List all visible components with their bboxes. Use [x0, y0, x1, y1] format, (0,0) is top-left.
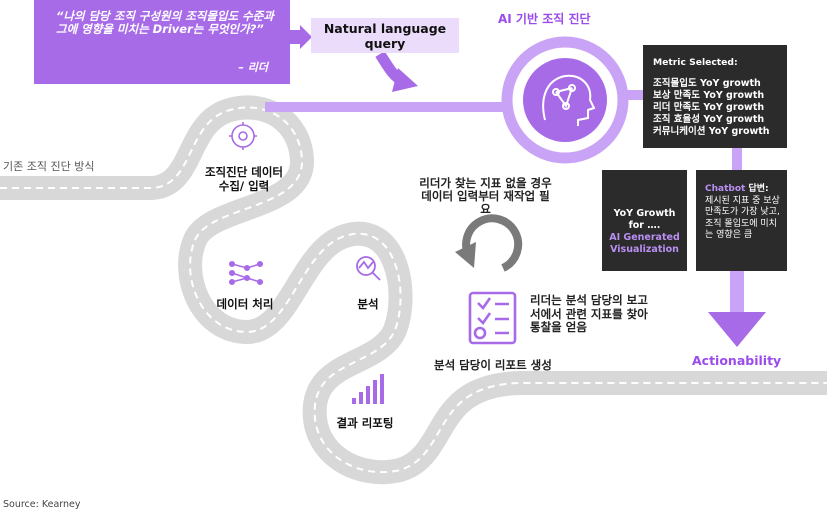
step-process-label: 데이터 처리: [216, 297, 274, 311]
leader-quote-box: “나의 담당 조직 구성원의 조직몰입도 수준과 그에 영향을 미치는 Driv…: [34, 0, 290, 84]
actionability-arrowhead: [708, 312, 766, 347]
actionability-label: Actionability: [692, 353, 782, 368]
nlq-label: Natural language query: [323, 21, 447, 51]
checklist-person-icon: [468, 291, 517, 345]
step-analysis-label: 분석: [357, 297, 379, 311]
ai-brain-circle: [501, 36, 629, 164]
report-bars-icon: [352, 374, 384, 404]
yoy-line3: AI Generated: [609, 232, 680, 243]
ai-path: [265, 51, 645, 112]
nlq-box: Natural language query: [311, 18, 459, 53]
quote-text: “나의 담당 조직 구성원의 조직몰입도 수준과 그에 영향을 미치는 Driv…: [56, 9, 274, 36]
insight-note: 리더는 분석 담당의 보고서에서 관련 지표를 찾아 통찰을 얻음: [530, 293, 648, 334]
report-generation-label: 분석 담당이 리포트 생성: [434, 358, 552, 372]
redo-arrow: [455, 214, 523, 272]
step-report-label: 결과 리포팅: [336, 416, 394, 430]
rework-note: 리더가 찾는 지표 없을 경우 데이터 입력부터 재작업 필요: [419, 176, 552, 216]
step-collect-label: 조직진단 데이터 수집/ 입력: [204, 165, 284, 193]
chatbot-title: Chatbot 답변:: [705, 184, 781, 196]
metric-item: 보상 만족도 YoY growth: [653, 90, 765, 101]
yoy-line2: for ….: [628, 220, 661, 231]
metric-item: 리더 만족도 YoY growth: [653, 102, 765, 113]
metric-selected-box: Metric Selected: 조직몰입도 YoY growth 보상 만족도…: [643, 45, 787, 148]
ai-brain-icon: [542, 74, 596, 126]
legacy-road: [0, 95, 827, 485]
ai-diagnosis-title: AI 기반 조직 진단: [498, 12, 591, 26]
yoy-visualization-box: YoY Growth for …. AI Generated Visualiza…: [602, 170, 687, 271]
yoy-line1: YoY Growth: [613, 208, 676, 219]
source-caption: Source: Kearney: [3, 499, 81, 510]
metric-item: 조직몰입도 YoY growth: [653, 78, 761, 89]
quote-arrow: [290, 25, 312, 49]
chatbot-title-a: Chatbot: [705, 184, 746, 194]
metric-item: 조직 효율성 YoY growth: [653, 114, 765, 125]
quote-author: – 리더: [238, 61, 268, 74]
network-process-icon: [228, 260, 264, 286]
legacy-method-label: 기존 조직 진단 방식: [3, 160, 95, 173]
analysis-magnifier-icon: [356, 256, 381, 281]
yoy-line4: Visualization: [610, 244, 679, 255]
chatbot-title-b: 답변:: [745, 184, 769, 194]
chatbot-answer-box: Chatbot 답변: 제시된 지표 중 보상 만족도가 가장 낮고, 조직 몰…: [696, 170, 787, 271]
metric-item: 커뮤니케이션 YoY growth: [653, 126, 770, 137]
gear-data-icon: [229, 122, 257, 150]
chatbot-body: 제시된 지표 중 보상 만족도가 가장 낮고, 조직 몰입도에 미치는 영향은 …: [705, 195, 780, 241]
metric-title: Metric Selected:: [653, 57, 738, 68]
